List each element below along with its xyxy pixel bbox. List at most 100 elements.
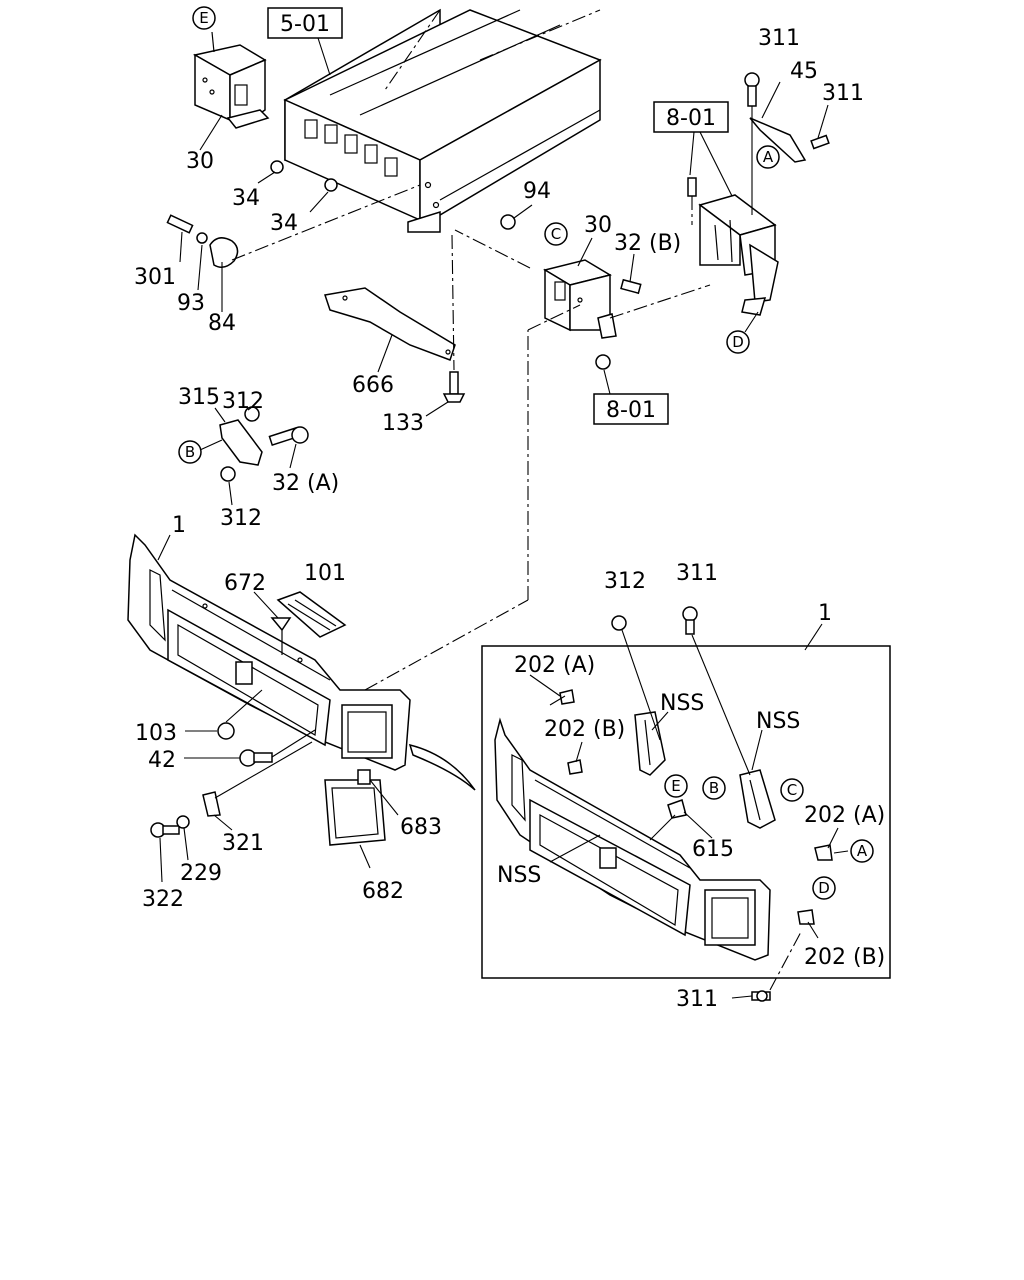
label-312-a: 312 (222, 389, 264, 414)
frame-crossmember (283, 8, 602, 233)
bracket-right-assembly (687, 177, 779, 316)
clip-202b-inset-right (797, 909, 815, 925)
label-202a-inset-right: 202 (A) (804, 803, 885, 828)
bolt-311-top (744, 72, 760, 215)
label-94: 94 (523, 179, 551, 204)
grille-101 (276, 591, 347, 638)
label-682: 682 (362, 879, 404, 904)
label-nss-2: NSS (756, 709, 800, 734)
marker-d-inset: D (812, 876, 836, 900)
label-103: 103 (135, 721, 177, 746)
marker-c-inset-text: C (787, 781, 797, 799)
inset-arrow (408, 743, 476, 791)
label-34-b: 34 (270, 211, 298, 236)
label-nss-3: NSS (497, 863, 541, 888)
leader-lines (157, 81, 849, 999)
bracket-45 (749, 117, 830, 163)
inset-frame (481, 645, 891, 979)
marker-a-upper: A (756, 145, 780, 169)
label-202b-inset-top: 202 (B) (544, 717, 625, 742)
label-202a-inset-top: 202 (A) (514, 653, 595, 678)
label-42: 42 (148, 748, 176, 773)
marker-c-bracket-text: C (551, 225, 561, 243)
bracket-center-30 (454, 229, 711, 339)
marker-d-inset-text: D (818, 879, 830, 897)
bolt-133 (442, 234, 466, 403)
lamp-bezel-682 (324, 769, 386, 846)
bolt-322-229 (150, 815, 190, 838)
label-322: 322 (142, 887, 184, 912)
label-30-right: 30 (584, 213, 612, 238)
label-84: 84 (208, 311, 236, 336)
label-311-right: 311 (822, 81, 864, 106)
clip-202b-inset-top (567, 759, 583, 775)
marker-b-stay: B (178, 440, 202, 464)
label-133: 133 (382, 411, 424, 436)
marker-b-inset-text: B (709, 779, 719, 797)
marker-c-inset: C (780, 778, 804, 802)
label-672: 672 (224, 571, 266, 596)
marker-b-inset: B (702, 776, 726, 800)
label-32a: 32 (A) (272, 471, 339, 496)
clip-672 (270, 617, 292, 655)
plate-321 (202, 741, 313, 817)
label-683: 683 (400, 815, 442, 840)
label-93: 93 (177, 291, 205, 316)
nut-312-inset (611, 615, 661, 741)
marker-e-top: E (192, 6, 216, 30)
marker-d-upper: D (726, 311, 759, 354)
label-1-inset: 1 (818, 601, 832, 626)
bumper-inset (494, 717, 771, 961)
label-202b-inset-right: 202 (B) (804, 945, 885, 970)
bracket-left-30 (192, 31, 270, 129)
label-615: 615 (692, 837, 734, 862)
label-312-b: 312 (220, 506, 262, 531)
clip-202a-inset-top (529, 674, 575, 705)
nut-94 (500, 214, 516, 230)
label-301: 301 (134, 265, 176, 290)
clip-615 (649, 799, 687, 841)
bracket-inset-left (634, 711, 666, 776)
marker-b-stay-text: B (185, 443, 195, 461)
marker-a-inset: A (850, 839, 874, 863)
marker-c-bracket: C (544, 222, 568, 246)
label-32b: 32 (B) (614, 231, 681, 256)
ref-8-01-upper-text: 8-01 (666, 106, 716, 131)
bolt-311-inset (682, 606, 751, 776)
clip-202a-inset-right (814, 844, 833, 861)
ref-box-5-01: 5-01 (267, 7, 343, 76)
label-311-top: 311 (758, 26, 800, 51)
stay-315 (219, 406, 309, 482)
plate-666 (324, 287, 456, 361)
bumper-main (127, 304, 581, 771)
label-312-inset: 312 (604, 569, 646, 594)
marker-e-inset: E (664, 774, 688, 798)
label-315: 315 (178, 385, 220, 410)
tow-hook-assembly (166, 184, 421, 268)
marker-e-top-text: E (199, 9, 208, 27)
bolt-42 (239, 729, 316, 767)
ref-8-01-lower-text: 8-01 (606, 398, 656, 423)
ref-box-8-01-lower: 8-01 (593, 369, 669, 425)
marker-e-inset-text: E (671, 777, 680, 795)
label-321: 321 (222, 831, 264, 856)
label-30-left: 30 (186, 149, 214, 174)
nut-103 (217, 689, 263, 740)
label-45: 45 (790, 59, 818, 84)
label-666: 666 (352, 373, 394, 398)
bracket-inset-right (739, 769, 776, 829)
marker-a-upper-text: A (763, 148, 774, 166)
marker-d-upper-text: D (732, 333, 744, 351)
label-nss-1: NSS (660, 691, 704, 716)
label-229: 229 (180, 861, 222, 886)
nut-lower-8-01 (595, 354, 611, 370)
ref-5-01-text: 5-01 (280, 12, 330, 37)
ref-box-8-01-upper: 8-01 (653, 101, 733, 197)
label-311-bottom: 311 (676, 987, 718, 1012)
nuts-34 (270, 160, 338, 192)
label-311-inset: 311 (676, 561, 718, 586)
label-1-main: 1 (172, 513, 186, 538)
label-34-a: 34 (232, 186, 260, 211)
